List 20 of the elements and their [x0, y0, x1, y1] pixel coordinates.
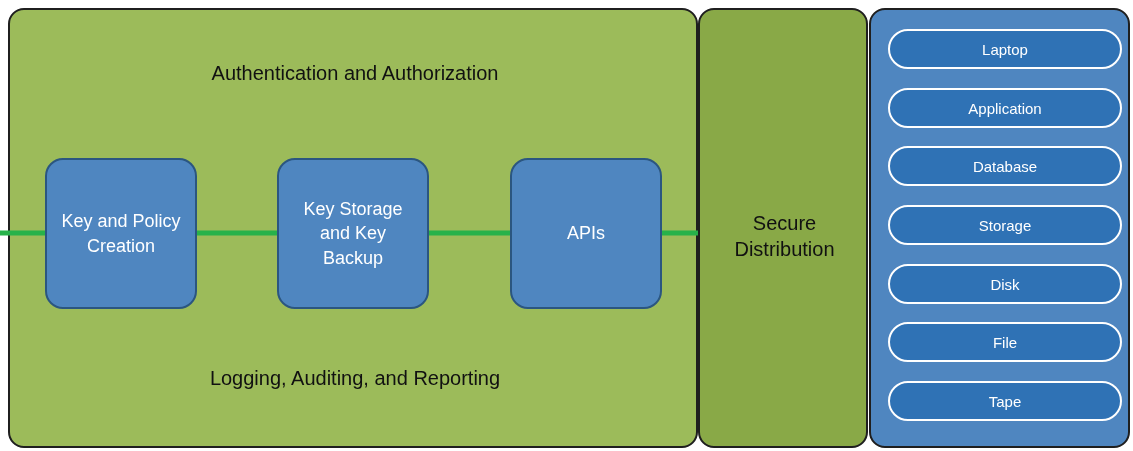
device-pill: Laptop: [888, 29, 1122, 69]
device-pill: File: [888, 322, 1122, 362]
layer-panel: [869, 8, 1130, 448]
layer-panel: [8, 8, 698, 448]
stage-band: [698, 8, 868, 448]
process-box: Key and Policy Creation: [45, 158, 197, 309]
layer-heading: Logging, Auditing, and Reporting: [208, 366, 502, 391]
connector-line: [662, 230, 698, 236]
device-pill: Storage: [888, 205, 1122, 245]
connector-line: [197, 230, 277, 236]
connector-line: [429, 230, 510, 236]
process-box: APIs: [510, 158, 662, 309]
process-box: Key Storage and Key Backup: [277, 158, 429, 309]
device-pill: Disk: [888, 264, 1122, 304]
stage-label: Secure Distribution: [733, 211, 836, 262]
device-pill: Application: [888, 88, 1122, 128]
device-pill: Database: [888, 146, 1122, 186]
connector-line: [0, 230, 45, 236]
device-pill: Tape: [888, 381, 1122, 421]
layer-heading: Authentication and Authorization: [210, 61, 500, 86]
